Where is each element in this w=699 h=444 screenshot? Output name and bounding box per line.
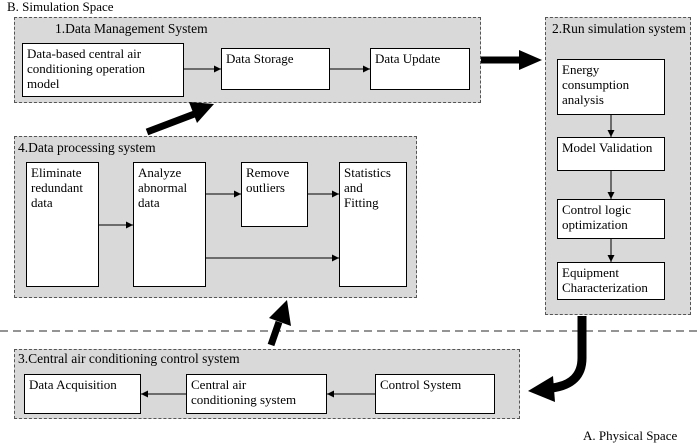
- control-to-processing-big-arrow-shaft: [267, 320, 283, 347]
- central-ac-system-box: Central air conditioning system: [186, 374, 327, 414]
- data-management-system-title: 1.Data Management System: [55, 21, 208, 36]
- control-logic-box: Control logic optimization: [557, 199, 665, 239]
- control-system-box: Control System: [375, 374, 495, 414]
- remove-outliers-box: Remove outliers: [241, 162, 308, 227]
- data-processing-system-title: 4.Data processing system: [18, 140, 156, 155]
- eliminate-redundant-box: Eliminate redundant data: [26, 162, 99, 287]
- run-simulation-system-title: 2.Run simulation system: [552, 21, 686, 36]
- simulation-space-label: B. Simulation Space: [7, 0, 114, 14]
- data-acquisition-box: Data Acquisition: [24, 374, 141, 414]
- data-update-box: Data Update: [370, 48, 470, 90]
- control-to-processing-big-arrow-head: [269, 300, 291, 326]
- model-validation-box: Model Validation: [557, 137, 665, 171]
- control-system-title: 3.Central air conditioning control syste…: [18, 351, 240, 366]
- energy-consumption-box: Energy consumption analysis: [557, 59, 665, 115]
- analyze-abnormal-box: Analyze abnormal data: [133, 162, 206, 287]
- processing-to-storage-big-arrow-shaft: [145, 109, 199, 136]
- operation-model-box: Data-based central air conditioning oper…: [22, 43, 184, 97]
- statistics-fitting-box: Statistics and Fitting: [339, 162, 407, 287]
- simulation-to-control-big-arrow-head: [528, 376, 555, 402]
- data-storage-box: Data Storage: [221, 48, 330, 90]
- equipment-characterization-box: Equipment Characterization: [557, 262, 665, 300]
- simulation-to-control-big-curved-arrow: [551, 316, 587, 393]
- update-to-simulation-big-arrow-head: [519, 50, 542, 70]
- physical-space-label: A. Physical Space: [583, 428, 678, 443]
- processing-to-storage-big-arrow-head: [189, 102, 214, 123]
